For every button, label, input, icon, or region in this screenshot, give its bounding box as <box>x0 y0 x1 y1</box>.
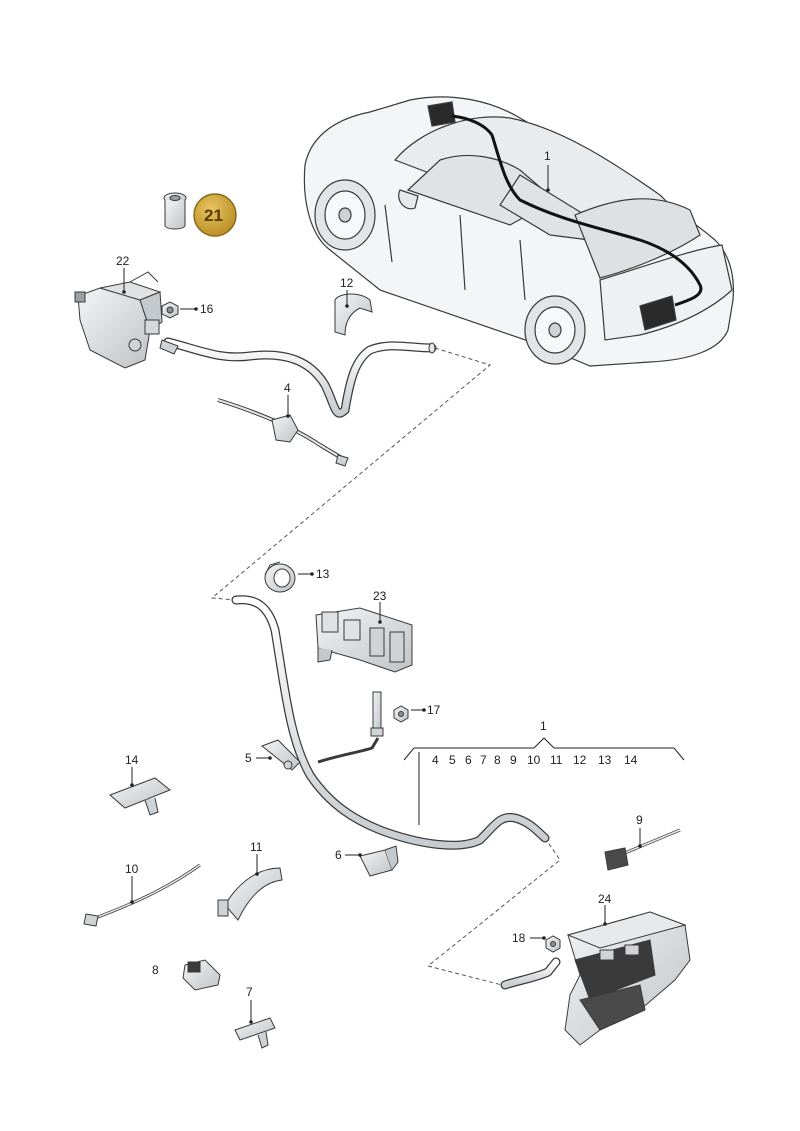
callout-13: 13 <box>298 567 330 581</box>
part-21-plug <box>163 192 187 230</box>
callout-23-label: 23 <box>373 589 387 603</box>
group-item-7: 7 <box>480 753 487 767</box>
part-17-nut <box>393 705 409 723</box>
part-23-valve-block <box>315 607 413 673</box>
callout-4-label: 4 <box>284 381 291 395</box>
part-5-clip <box>261 739 301 771</box>
part-6-clip <box>359 845 399 877</box>
group-item-12: 12 <box>573 753 587 767</box>
callout-12-label: 12 <box>340 276 354 290</box>
part-16-nut <box>161 301 179 319</box>
callout-1-group-label: 1 <box>540 719 547 733</box>
lower-hose <box>231 595 550 850</box>
part-14-bracket <box>109 777 171 816</box>
callout-24: 24 <box>598 892 612 926</box>
part-24-pump-unit <box>564 911 691 1046</box>
callout-9: 9 <box>636 813 643 848</box>
callout-17-label: 17 <box>427 703 441 717</box>
callout-14: 14 <box>125 753 139 787</box>
callout-22: 22 <box>116 254 130 294</box>
callout-6: 6 <box>335 848 362 862</box>
part-13-grommet <box>264 561 296 593</box>
callout-7-label: 7 <box>246 985 253 999</box>
group-item-5: 5 <box>449 753 456 767</box>
callout-10-label: 10 <box>125 862 139 876</box>
group-item-10: 10 <box>527 753 541 767</box>
callout-11-label: 11 <box>250 840 263 854</box>
callout-4: 4 <box>284 381 291 418</box>
part-7-clip <box>234 1017 276 1049</box>
callout-5: 5 <box>245 751 272 765</box>
group-item-6: 6 <box>465 753 472 767</box>
part-4-cable-tie <box>217 398 349 467</box>
group-item-4: 4 <box>432 753 439 767</box>
callout-8-label: 8 <box>152 963 159 977</box>
group-item-11: 11 <box>550 753 563 767</box>
callout-1-car-label: 1 <box>544 149 551 163</box>
group-item-9: 9 <box>510 753 517 767</box>
pump-hose <box>500 957 561 990</box>
part-8-clip <box>182 959 221 991</box>
part-10-cable-tie <box>83 863 201 927</box>
badge-21-circle <box>193 193 237 237</box>
callout-5-label: 5 <box>245 751 252 765</box>
badge-21-label: 21 <box>204 206 223 225</box>
callout-1-car: 1 <box>544 149 551 192</box>
part-9-cable-tie <box>604 828 681 871</box>
callout-23: 23 <box>373 589 387 624</box>
group-item-14: 14 <box>624 753 638 767</box>
callout-10: 10 <box>125 862 139 904</box>
callout-6-label: 6 <box>335 848 342 862</box>
part-22-actuator <box>74 271 163 369</box>
part-11-clip <box>217 867 283 921</box>
callout-16-label: 16 <box>200 302 214 316</box>
callout-14-label: 14 <box>125 753 139 767</box>
callout-18: 18 <box>512 931 546 945</box>
callout-13-label: 13 <box>316 567 330 581</box>
callout-11: 11 <box>250 840 263 876</box>
callout-16: 16 <box>180 302 214 316</box>
callout-18-label: 18 <box>512 931 526 945</box>
dashed-connectors <box>210 347 561 986</box>
callout-9-label: 9 <box>636 813 643 827</box>
valve-connector-pin <box>370 691 384 737</box>
callout-12: 12 <box>340 276 354 308</box>
callout-1-group-bracket <box>403 737 685 825</box>
callout-22-label: 22 <box>116 254 130 268</box>
callout-17: 17 <box>411 703 441 717</box>
callout-7: 7 <box>246 985 253 1024</box>
part-18-nut <box>545 935 561 953</box>
part-12-clip <box>334 293 373 336</box>
group-items-list: 4 5 6 7 8 9 10 11 12 13 14 <box>432 753 638 767</box>
upper-hose <box>159 337 437 418</box>
callout-24-label: 24 <box>598 892 612 906</box>
group-item-8: 8 <box>494 753 501 767</box>
car-illustration <box>303 96 735 367</box>
group-item-13: 13 <box>598 753 612 767</box>
